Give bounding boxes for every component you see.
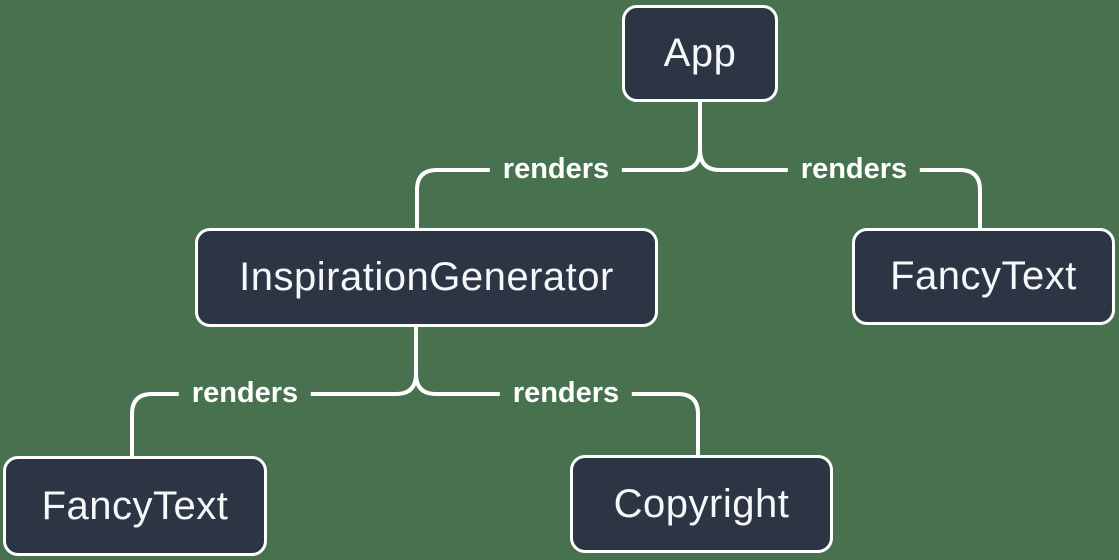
node-app-label: App: [663, 31, 737, 75]
node-copyright: Copyright: [570, 455, 833, 553]
node-inspiration-generator-label: InspirationGenerator: [239, 255, 614, 299]
node-copyright-label: Copyright: [613, 481, 790, 526]
node-fancy-text-bottom-left: FancyText: [3, 456, 267, 556]
edge-label-renders-inspiration-fancytext: renders: [178, 377, 312, 410]
edge-label-renders-app-fancytext: renders: [787, 153, 921, 186]
edge-label-renders-inspiration-copyright: renders: [499, 377, 633, 410]
node-fancy-text-bottom-left-label: FancyText: [41, 483, 229, 528]
node-inspiration-generator: InspirationGenerator: [195, 228, 658, 327]
edge-label-renders-app-inspiration: renders: [489, 153, 623, 186]
node-app: App: [622, 5, 778, 102]
node-fancy-text-top-right-label: FancyText: [890, 254, 1077, 298]
node-fancy-text-top-right: FancyText: [852, 228, 1115, 325]
